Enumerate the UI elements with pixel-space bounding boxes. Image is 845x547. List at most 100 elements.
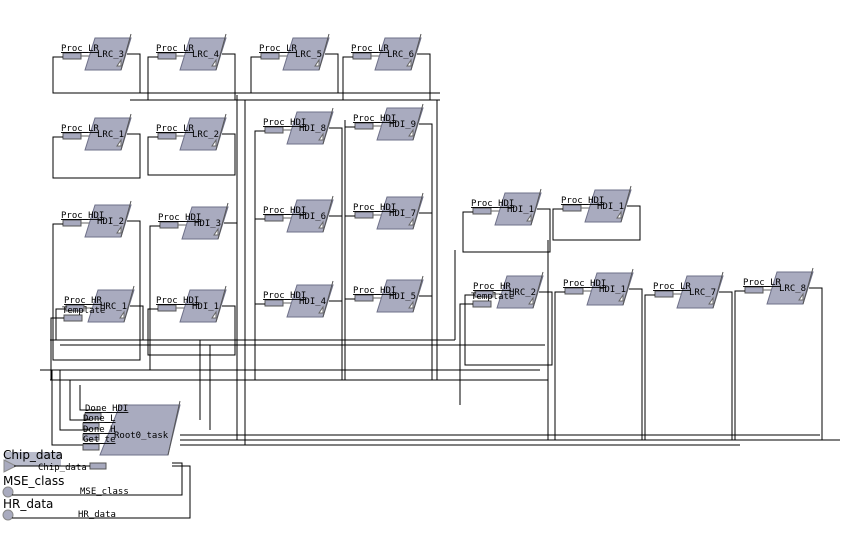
- resize-icon: [408, 300, 414, 309]
- block-lrc-1[interactable]: LRC_1: [62, 113, 132, 151]
- block-edge: [123, 285, 135, 323]
- bus-wire: [59, 370, 90, 431]
- port-label: Proc_LR: [156, 124, 195, 134]
- inport-triangle-icon[interactable]: [3, 459, 18, 473]
- root-input-port[interactable]: [89, 462, 107, 470]
- port-label: Proc_HR: [473, 282, 512, 292]
- block-label: HDI_1: [599, 285, 626, 295]
- root-input-port[interactable]: [82, 443, 100, 451]
- block-label: HDI_2: [97, 217, 124, 227]
- root-input-port[interactable]: [84, 412, 102, 420]
- port-label: Proc_LR: [259, 44, 298, 54]
- block-hdi-1[interactable]: HDI_1: [472, 188, 542, 226]
- block-lrc-3[interactable]: LRC_3: [62, 33, 132, 71]
- block-edge: [217, 202, 229, 240]
- port-label: Proc_LR: [156, 44, 195, 54]
- root-port-label: Done_L: [83, 414, 116, 424]
- root-input-port[interactable]: [82, 433, 100, 441]
- block-hrc-2[interactable]: HRC_2: [472, 271, 544, 309]
- resize-icon: [408, 128, 414, 137]
- block-label: HDI_4: [299, 297, 326, 307]
- template-wire: [50, 317, 64, 380]
- resize-icon: [318, 132, 324, 141]
- resize-icon: [618, 293, 624, 302]
- block-hdi-9[interactable]: HDI_9: [354, 103, 424, 141]
- wire-label: HR_data: [78, 510, 116, 520]
- block-lrc-7[interactable]: LRC_7: [654, 271, 724, 309]
- resize-icon: [116, 225, 122, 234]
- resize-icon: [408, 217, 414, 226]
- selection-highlight: [5, 452, 61, 466]
- feedback-wire: [464, 291, 553, 366]
- root-input-port[interactable]: [82, 422, 100, 430]
- block-edge: [412, 103, 424, 141]
- port-label: Proc_HDI: [471, 199, 514, 209]
- feedback-wire: [52, 53, 141, 94]
- feedback-wire: [254, 127, 343, 381]
- block-hdi-8[interactable]: HDI_8: [264, 107, 334, 145]
- resize-icon: [406, 58, 412, 67]
- bus-wire: [51, 370, 90, 446]
- resize-icon: [211, 310, 217, 319]
- block-lrc-5[interactable]: LRC_5: [260, 33, 330, 71]
- block-edge: [530, 188, 542, 226]
- block-hdi-7[interactable]: HDI_7: [354, 192, 424, 230]
- block-edge: [322, 107, 334, 145]
- block-hdi-1[interactable]: HDI_1: [562, 185, 632, 223]
- block-hdi-3[interactable]: HDI_3: [159, 202, 229, 240]
- resize-icon: [211, 138, 217, 147]
- block-edge: [620, 185, 632, 223]
- block-edge: [412, 192, 424, 230]
- block-edge: [215, 33, 227, 71]
- feedback-wire: [55, 305, 144, 341]
- external-input-label: MSE_class: [3, 474, 64, 488]
- block-label: HDI_1: [597, 202, 624, 212]
- block-edge: [802, 267, 814, 305]
- port-label: Proc_HDI: [263, 291, 306, 301]
- block-label: LRC_8: [779, 284, 806, 294]
- resize-icon: [528, 296, 534, 305]
- block-edge: [318, 33, 330, 71]
- block-lrc-6[interactable]: LRC_6: [352, 33, 422, 71]
- resize-icon: [318, 220, 324, 229]
- block-hdi-2[interactable]: HDI_2: [62, 200, 132, 238]
- block-label: LRC_3: [97, 50, 124, 60]
- root-port-label: Done_HDI: [85, 404, 128, 414]
- external-input-label: HR_data: [3, 497, 53, 511]
- block-label: LRC_7: [689, 288, 716, 298]
- resize-icon: [211, 58, 217, 67]
- root-port-label: Get_te: [83, 435, 116, 445]
- resize-icon: [616, 210, 622, 219]
- block-label: HDI_6: [299, 212, 326, 222]
- feedback-wire: [149, 222, 238, 371]
- feedback-wire: [554, 288, 643, 441]
- block-root0-task[interactable]: Root0_task: [99, 400, 181, 456]
- feedback-wire: [344, 123, 433, 381]
- block-lrc-4[interactable]: LRC_4: [157, 33, 227, 71]
- feedback-wire: [462, 208, 551, 253]
- block-hdi-4[interactable]: HDI_4: [264, 280, 334, 318]
- port-label: Proc_HDI: [353, 286, 396, 296]
- bus-wire: [69, 380, 90, 421]
- port-label: Proc_HDI: [263, 206, 306, 216]
- feedback-wire: [147, 53, 236, 101]
- block-label: LRC_5: [295, 50, 322, 60]
- block-hdi-6[interactable]: HDI_6: [264, 195, 334, 233]
- block-hdi-1[interactable]: HDI_1: [157, 285, 227, 323]
- block-edge: [622, 268, 634, 306]
- block-edge: [120, 200, 132, 238]
- feedback-wire: [344, 295, 433, 381]
- port-label: Proc_LR: [351, 44, 390, 54]
- inport-circle-icon[interactable]: [2, 509, 14, 521]
- block-edge: [215, 113, 227, 151]
- resize-icon: [213, 227, 219, 236]
- data-wire: [12, 462, 183, 496]
- feedback-wire: [254, 300, 343, 381]
- block-hdi-1[interactable]: HDI_1: [564, 268, 634, 306]
- block-hdi-5[interactable]: HDI_5: [354, 275, 424, 313]
- port-label: Proc_LR: [61, 44, 100, 54]
- feedback-wire: [52, 133, 141, 179]
- inport-circle-icon[interactable]: [2, 486, 14, 498]
- block-lrc-8[interactable]: LRC_8: [744, 267, 814, 305]
- block-lrc-2[interactable]: LRC_2: [157, 113, 227, 151]
